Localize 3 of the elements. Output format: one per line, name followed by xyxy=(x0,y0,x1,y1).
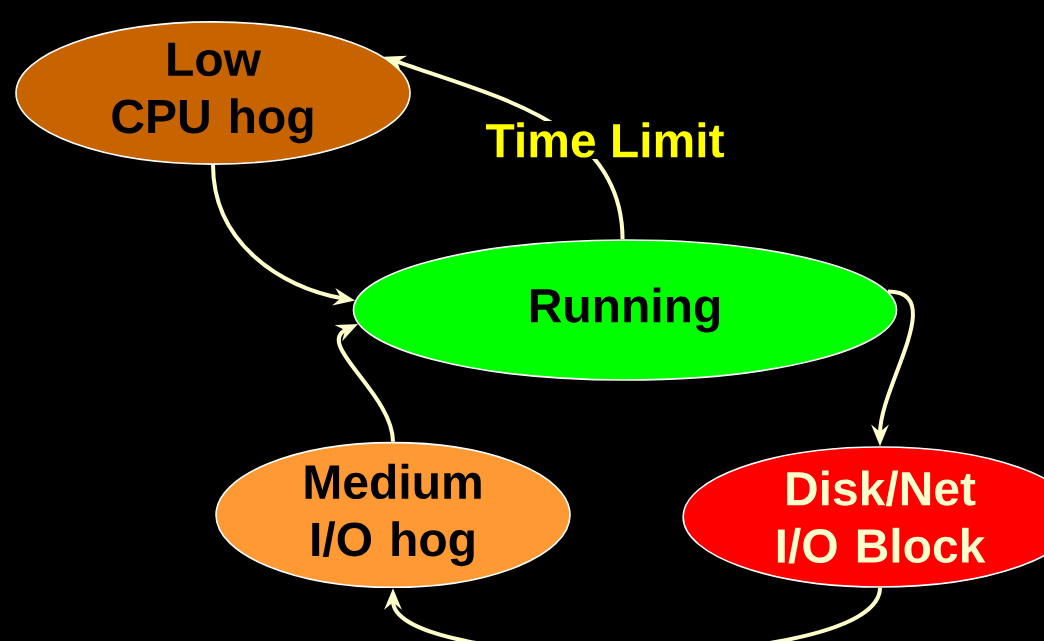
edge-label: Time Limit xyxy=(484,121,726,159)
arrow xyxy=(334,324,395,443)
arrow xyxy=(384,586,882,641)
